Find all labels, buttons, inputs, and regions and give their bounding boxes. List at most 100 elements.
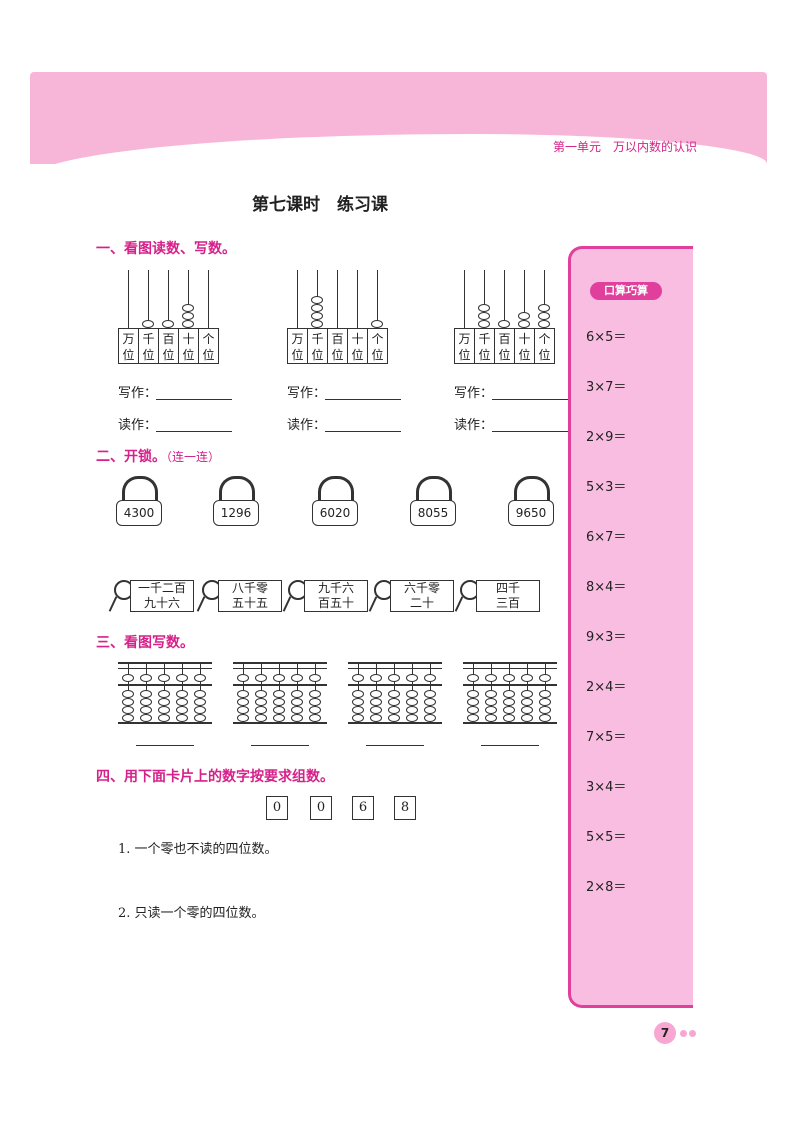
frame-bead bbox=[237, 714, 249, 722]
frame-bead bbox=[370, 690, 382, 698]
frame-bead bbox=[176, 714, 188, 722]
abacus-rod bbox=[208, 270, 209, 328]
frame-bead bbox=[309, 690, 321, 698]
section1-title: 一、看图读数、写数。 bbox=[96, 241, 236, 257]
frame-bead bbox=[237, 698, 249, 706]
frame-bead bbox=[194, 698, 206, 706]
frame-bead bbox=[521, 698, 533, 706]
place-value-label: 万位 bbox=[288, 329, 308, 363]
frame-bead bbox=[158, 690, 170, 698]
abacus-rod bbox=[484, 270, 485, 328]
key-stem-icon bbox=[368, 596, 378, 612]
abacus-rod bbox=[168, 270, 169, 328]
answer-line bbox=[366, 744, 424, 746]
frame-bead bbox=[309, 714, 321, 722]
frame-bead bbox=[485, 698, 497, 706]
abacus-bead bbox=[478, 320, 490, 328]
page-dot bbox=[689, 1030, 696, 1037]
lock-shackle bbox=[122, 476, 158, 503]
frame-bead bbox=[122, 698, 134, 706]
frame-bead bbox=[539, 698, 551, 706]
place-value-label: 千位 bbox=[308, 329, 328, 363]
frame-bead bbox=[406, 698, 418, 706]
calc-item: 9×3＝ bbox=[586, 630, 627, 645]
write-answer-line bbox=[492, 398, 568, 400]
key-card-line: 百五十 bbox=[317, 596, 354, 610]
frame-bead bbox=[521, 706, 533, 714]
frame-bead bbox=[370, 714, 382, 722]
frame-top-bar-inner bbox=[118, 668, 212, 669]
frame-bead bbox=[406, 706, 418, 714]
section2-title: 二、开锁。（连一连） bbox=[96, 446, 220, 466]
write-label: 写作： bbox=[287, 386, 327, 401]
key-stem-icon bbox=[196, 596, 206, 612]
lock-shackle bbox=[219, 476, 255, 503]
frame-bead bbox=[194, 706, 206, 714]
write-label: 写作： bbox=[118, 386, 158, 401]
frame-bead bbox=[406, 674, 418, 682]
frame-top-bar bbox=[233, 662, 327, 664]
number-card: 8 bbox=[394, 796, 416, 820]
frame-bead bbox=[352, 690, 364, 698]
number-card: 0 bbox=[266, 796, 288, 820]
question-2: 2. 只读一个零的四位数。 bbox=[118, 906, 265, 921]
frame-mid-bar bbox=[233, 684, 327, 686]
abacus-rod bbox=[148, 270, 149, 328]
frame-top-bar-inner bbox=[463, 668, 557, 669]
key-card-line: 五十五 bbox=[231, 596, 268, 610]
place-value-label: 十位 bbox=[179, 329, 199, 363]
frame-bead bbox=[140, 698, 152, 706]
frame-bead bbox=[194, 674, 206, 682]
calc-item: 2×4＝ bbox=[586, 680, 627, 695]
frame-bead bbox=[176, 698, 188, 706]
frame-bead bbox=[291, 714, 303, 722]
frame-bead bbox=[424, 706, 436, 714]
frame-bead bbox=[255, 690, 267, 698]
frame-bead bbox=[539, 706, 551, 714]
frame-bead bbox=[485, 690, 497, 698]
abacus-bead bbox=[182, 320, 194, 328]
frame-bead bbox=[388, 714, 400, 722]
frame-bead bbox=[176, 674, 188, 682]
lock-body: 8055 bbox=[410, 500, 456, 526]
place-value-box: 万位千位百位十位个位 bbox=[287, 328, 388, 364]
frame-bead bbox=[140, 674, 152, 682]
unit-title: 第一单元 万以内数的认识 bbox=[552, 140, 697, 154]
calc-item: 6×5＝ bbox=[586, 330, 627, 345]
frame-top-bar bbox=[463, 662, 557, 664]
frame-bead bbox=[521, 690, 533, 698]
frame-bead bbox=[158, 674, 170, 682]
calc-item: 3×4＝ bbox=[586, 780, 627, 795]
frame-top-bar bbox=[348, 662, 442, 664]
frame-bead bbox=[176, 706, 188, 714]
frame-bead bbox=[291, 674, 303, 682]
frame-bead bbox=[503, 714, 515, 722]
calc-item: 6×7＝ bbox=[586, 530, 627, 545]
frame-bead bbox=[140, 706, 152, 714]
frame-bead bbox=[424, 698, 436, 706]
frame-bead bbox=[158, 714, 170, 722]
read-answer-line bbox=[492, 430, 568, 432]
abacus-rod bbox=[128, 270, 129, 328]
frame-top-bar-inner bbox=[348, 668, 442, 669]
frame-bead bbox=[406, 690, 418, 698]
frame-bead bbox=[237, 690, 249, 698]
abacus-bead bbox=[478, 304, 490, 312]
abacus-rod bbox=[297, 270, 298, 328]
frame-bead bbox=[237, 674, 249, 682]
abacus-bead bbox=[538, 304, 550, 312]
key-card-line: 九千六 bbox=[317, 581, 354, 595]
frame-bead bbox=[255, 674, 267, 682]
frame-bead bbox=[388, 698, 400, 706]
key-card: 八千零五十五 bbox=[218, 580, 282, 612]
abacus-bead bbox=[311, 320, 323, 328]
frame-bead bbox=[406, 714, 418, 722]
calc-item: 8×4＝ bbox=[586, 580, 627, 595]
frame-bead bbox=[273, 690, 285, 698]
lesson-title: 第七课时 练习课 bbox=[252, 195, 388, 215]
key-card-line: 八千零 bbox=[231, 581, 268, 595]
lock-shackle bbox=[514, 476, 550, 503]
frame-bead bbox=[291, 706, 303, 714]
frame-bead bbox=[309, 706, 321, 714]
frame-bead bbox=[122, 714, 134, 722]
